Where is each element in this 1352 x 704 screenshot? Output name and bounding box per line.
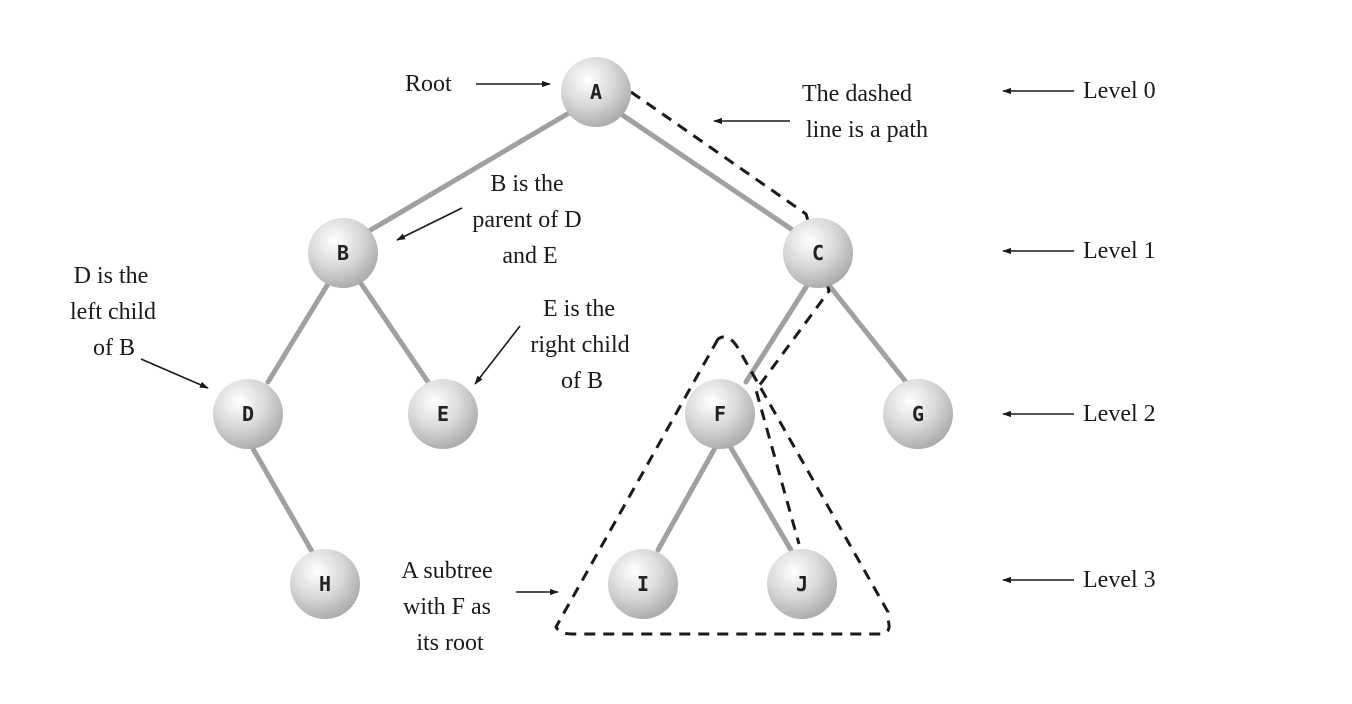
- node-c[interactable]: C: [783, 218, 853, 288]
- node-j[interactable]: J: [767, 549, 837, 619]
- left-child-annotation: D is the left child of B: [70, 263, 162, 361]
- edge-d-h: [249, 444, 317, 558]
- subtree-annotation-line: A subtree: [401, 558, 492, 584]
- node-f[interactable]: F: [685, 379, 755, 449]
- node-a-label: A: [590, 80, 602, 104]
- node-b[interactable]: B: [308, 218, 378, 288]
- subtree-annotation-line: with F as: [403, 594, 491, 620]
- node-e-label: E: [437, 402, 449, 426]
- node-h-label: H: [319, 572, 331, 596]
- parent-annotation-line: and E: [502, 243, 557, 269]
- node-d[interactable]: D: [213, 379, 283, 449]
- node-b-label: B: [337, 241, 349, 265]
- right-child-arrow: [474, 325, 521, 385]
- right-child-annotation-line: of B: [561, 368, 603, 394]
- left-child-arrow: [140, 358, 209, 389]
- node-d-label: D: [242, 402, 254, 426]
- level-3-label: Level 3: [1083, 567, 1156, 593]
- edge-c-g: [825, 281, 909, 385]
- left-child-annotation-line: of B: [93, 335, 135, 361]
- node-h[interactable]: H: [290, 549, 360, 619]
- level-0-label: Level 0: [1083, 78, 1156, 104]
- path-annotation: The dashed line is a path: [802, 81, 928, 143]
- node-g-label: G: [912, 402, 924, 426]
- node-a[interactable]: A: [561, 57, 631, 127]
- edge-a-c: [612, 107, 803, 238]
- node-f-label: F: [714, 402, 726, 426]
- left-child-annotation-line: D is the: [74, 263, 149, 289]
- path-annotation-line: line is a path: [806, 117, 928, 143]
- right-child-annotation-line: E is the: [543, 296, 615, 322]
- node-i[interactable]: I: [608, 549, 678, 619]
- edge-b-d: [265, 276, 334, 385]
- node-e[interactable]: E: [408, 379, 478, 449]
- tree-nodes: A B C D E F G H: [213, 57, 953, 619]
- node-i-label: I: [637, 572, 649, 596]
- node-g[interactable]: G: [883, 379, 953, 449]
- tree-edges: [249, 107, 909, 558]
- edge-a-b: [366, 107, 577, 234]
- parent-annotation: B is the parent of D and E: [472, 171, 587, 269]
- node-c-label: C: [812, 241, 824, 265]
- subtree-annotation-line: its root: [416, 630, 484, 656]
- left-child-annotation-line: left child: [70, 299, 156, 325]
- right-child-annotation: E is the right child of B: [530, 296, 635, 394]
- edge-f-i: [655, 445, 718, 553]
- node-j-label: J: [796, 572, 808, 596]
- right-child-annotation-line: right child: [530, 332, 629, 358]
- path-annotation-line: The dashed: [802, 81, 912, 107]
- edge-f-j: [728, 445, 794, 553]
- parent-annotation-line: parent of D: [472, 207, 581, 233]
- subtree-annotation: A subtree with F as its root: [401, 558, 498, 656]
- level-1-label: Level 1: [1083, 238, 1156, 264]
- edge-b-e: [355, 276, 431, 385]
- parent-annotation-line: B is the: [490, 171, 563, 197]
- subtree-outline: [554, 335, 891, 636]
- parent-arrow: [396, 207, 463, 241]
- dashed-path: [630, 90, 831, 545]
- level-2-label: Level 2: [1083, 401, 1156, 427]
- annotation-arrows: [140, 80, 1074, 596]
- edge-c-f: [743, 281, 811, 385]
- root-annotation: Root: [405, 71, 452, 97]
